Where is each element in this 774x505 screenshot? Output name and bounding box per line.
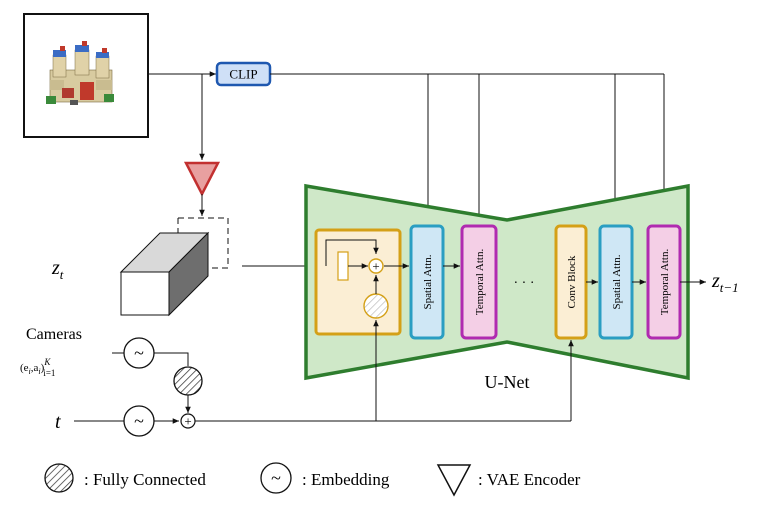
inner-fc-icon [363, 293, 389, 319]
t-label: t [55, 411, 61, 433]
legend-embedding: : Embedding [302, 470, 390, 489]
inner-sum-node [368, 258, 384, 274]
clip-label: CLIP [229, 67, 257, 82]
spatial-attn-block-2: Spatial Attn. [598, 224, 634, 340]
temporal-attn-label-1: Temporal Attn. [474, 249, 486, 316]
temporal-attn-block-2: Temporal Attn. [646, 224, 682, 340]
embed-to-fc-line [154, 352, 189, 366]
legend-vae-encoder-icon [436, 464, 472, 497]
legend-embedding-icon [260, 462, 292, 494]
temporal-attn-label-2: Temporal Attn. [659, 249, 671, 316]
sum-to-blocks-lines [195, 320, 574, 422]
legend-vae-encoder: : VAE Encoder [478, 470, 581, 489]
spatial-attn-label-2: Spatial Attn. [611, 254, 623, 309]
camera-fc-icon [173, 366, 203, 396]
resblock: + [314, 228, 402, 336]
vae-encoder-icon [183, 161, 221, 197]
linear-layer-rect [337, 251, 349, 281]
legend-fully-connected: : Fully Connected [84, 470, 206, 489]
inner-plus: + [372, 259, 379, 274]
t-embedding-tilde: ~ [134, 411, 144, 431]
conv-block: Conv Block [554, 224, 588, 340]
conv-block-label: Conv Block [566, 255, 578, 308]
sum-plus: + [184, 414, 191, 429]
camera-embedding-tilde: ~ [134, 343, 144, 363]
castle-image [46, 41, 114, 105]
spatial-attn-label-1: Spatial Attn. [422, 254, 434, 309]
clip-box: CLIP [215, 61, 272, 87]
spatial-attn-block-1: Spatial Attn. [409, 224, 445, 340]
z-out-label: zt−1 [711, 270, 739, 295]
zt-label: zt [51, 257, 64, 282]
legend-embedding-tilde: ~ [271, 468, 281, 488]
temporal-attn-block-1: Temporal Attn. [460, 224, 498, 340]
ellipsis: · · · [514, 276, 535, 291]
legend: : Fully Connected ~ : Embedding : VAE En… [44, 462, 581, 497]
latent-cube [119, 217, 229, 317]
input-image [23, 13, 149, 138]
legend-fully-connected-icon [44, 463, 74, 493]
unet-label: U-Net [485, 372, 530, 392]
cameras-label: Cameras [26, 326, 82, 343]
